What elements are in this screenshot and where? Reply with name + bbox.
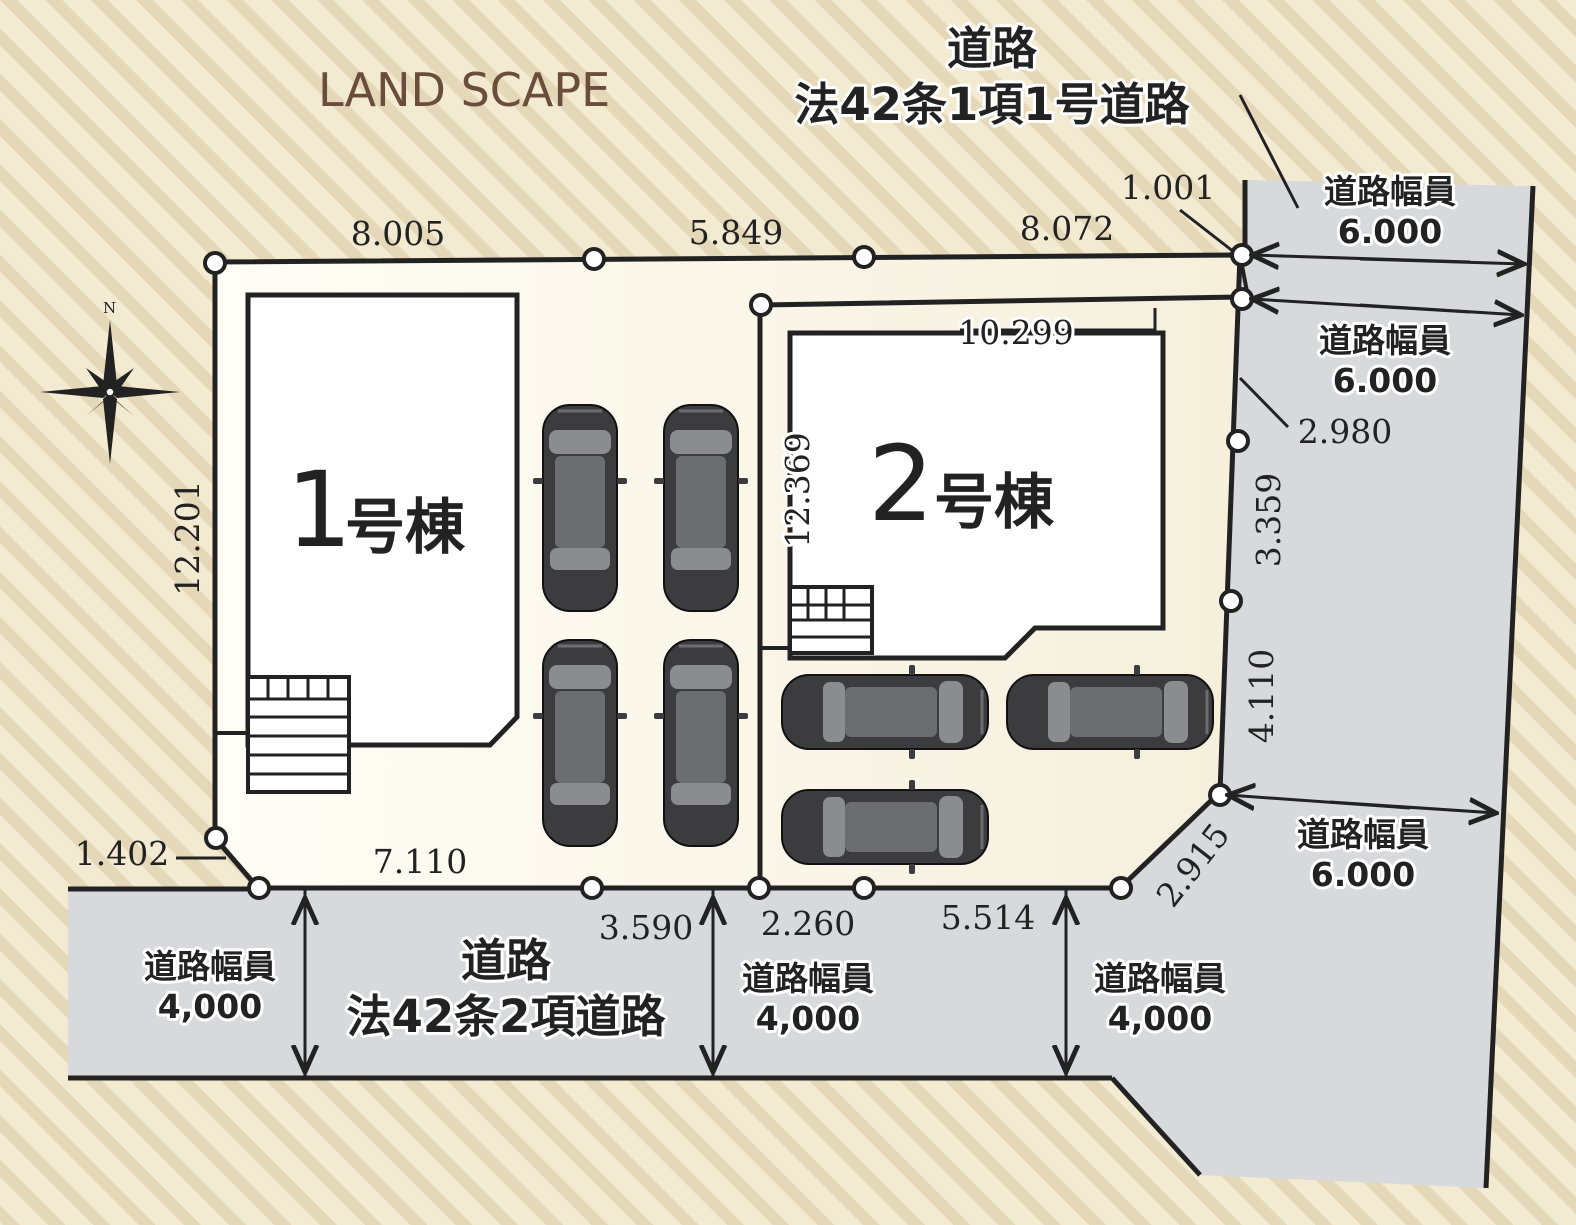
car-parking-3 — [531, 638, 629, 848]
marker — [852, 876, 876, 900]
marker — [247, 876, 271, 900]
road-width-value: 6.000 — [1311, 855, 1415, 894]
dim-north-3: 8.072 — [1020, 209, 1114, 248]
road-east — [1065, 180, 1533, 1188]
road-south-line2: 法42条2項道路 — [347, 990, 667, 1043]
building-1-porch — [246, 675, 351, 794]
lot2-width-line — [960, 308, 1157, 332]
marker — [582, 247, 606, 271]
dim-west: 12.201 — [168, 480, 207, 595]
building-2-suffix: 号棟 — [934, 468, 1055, 538]
building-1-suffix: 号棟 — [345, 493, 466, 563]
leader-lines — [176, 94, 1300, 860]
marker — [1208, 783, 1232, 807]
north-compass-icon — [40, 320, 180, 464]
road-width-value: 4,000 — [756, 999, 860, 1038]
road-east-outer-edge — [1483, 185, 1536, 1189]
marker — [852, 245, 876, 269]
car-parking-1 — [531, 403, 629, 613]
dim-lot2-depth: 12.369 — [778, 432, 817, 547]
building-2-porch — [788, 585, 874, 655]
dim-south-2: 3.590 — [599, 908, 693, 947]
building-2-footprint — [787, 330, 1166, 661]
marker — [749, 293, 773, 317]
road-main-line2: 法42条1項1号道路 — [794, 78, 1190, 131]
marker — [1219, 589, 1243, 613]
road-width-value: 6.000 — [1333, 361, 1437, 400]
dim-lot2-width: 10.299 — [958, 313, 1073, 352]
dim-south-1: 7.110 — [373, 842, 467, 881]
car-parking-5 — [780, 663, 990, 761]
dim-south-3: 2.260 — [761, 904, 855, 943]
dim-north-1: 8.005 — [351, 214, 445, 253]
dim-east-1: 2.980 — [1298, 412, 1392, 451]
road-width-value: 6.000 — [1338, 212, 1442, 251]
road-corner-edge — [1110, 1076, 1202, 1177]
marker — [747, 876, 771, 900]
road-width-label: 道路幅員 — [1319, 321, 1451, 360]
road-width-label: 道路幅員 — [1297, 815, 1429, 854]
road-width-value: 4,000 — [1108, 999, 1212, 1038]
marker — [204, 826, 228, 850]
dim-south-4: 5.514 — [941, 898, 1035, 937]
dim-sw-corner: 1.402 — [75, 834, 169, 873]
car-parking-6 — [1005, 663, 1215, 761]
road-width-label: 道路幅員 — [1094, 959, 1226, 998]
dim-east-2: 3.359 — [1249, 473, 1288, 567]
building-2-number: 2 — [868, 423, 934, 545]
page-title: LAND SCAPE — [318, 63, 610, 117]
car-parking-7 — [780, 778, 990, 876]
marker — [1230, 287, 1254, 311]
building-1-footprint — [245, 292, 520, 748]
marker — [1109, 876, 1133, 900]
road-main-line1: 道路 — [947, 22, 1038, 75]
road-width-label: 道路幅員 — [144, 947, 276, 986]
road-width-value: 4,000 — [158, 987, 262, 1026]
road-width-label: 道路幅員 — [1324, 172, 1456, 211]
road-width-arrows — [305, 255, 1524, 1072]
north-label: N — [103, 299, 116, 317]
road-width-label: 道路幅員 — [742, 959, 874, 998]
car-parking-2 — [652, 403, 750, 613]
marker — [203, 251, 227, 275]
dim-east-3: 4.110 — [1242, 649, 1281, 743]
dim-north-2: 5.849 — [689, 213, 783, 252]
road-south — [68, 889, 1112, 1078]
marker — [580, 876, 604, 900]
road-south-line1: 道路 — [461, 934, 552, 987]
car-parking-4 — [652, 638, 750, 848]
building-1-number: 1 — [286, 449, 352, 571]
dim-corner-ne: 1.001 — [1121, 168, 1215, 207]
marker — [1226, 429, 1250, 453]
marker — [1230, 243, 1254, 267]
